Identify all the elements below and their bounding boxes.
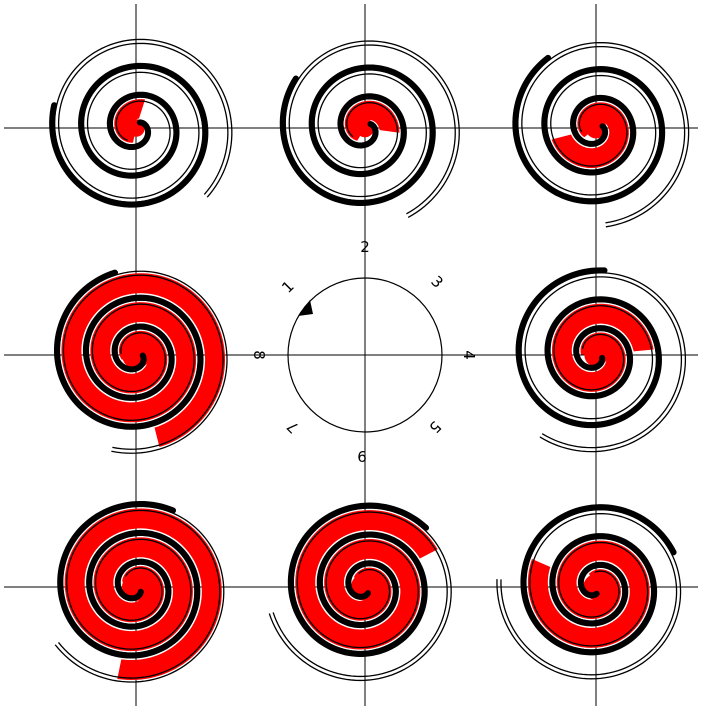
cycle-label-6: 6	[357, 448, 367, 466]
cycle-direction-arrow	[298, 300, 313, 316]
cycle-label-7: 7	[283, 417, 302, 436]
panel-2	[283, 41, 459, 217]
panel-1	[52, 39, 232, 204]
cycle-label-1: 1	[278, 277, 297, 296]
cycle-label-8: 8	[250, 350, 268, 360]
panel-8	[57, 271, 227, 453]
panel-7	[55, 504, 224, 682]
cycle-label-3: 3	[427, 272, 446, 291]
cycle-label-2: 2	[360, 238, 370, 256]
cycle-label-5: 5	[425, 417, 444, 436]
panel-5	[497, 507, 681, 679]
panel-6	[269, 506, 451, 681]
panel-4	[519, 270, 686, 451]
cycle-label-4: 4	[460, 350, 478, 360]
spiral-panels	[52, 39, 688, 682]
panel-3	[515, 43, 688, 227]
